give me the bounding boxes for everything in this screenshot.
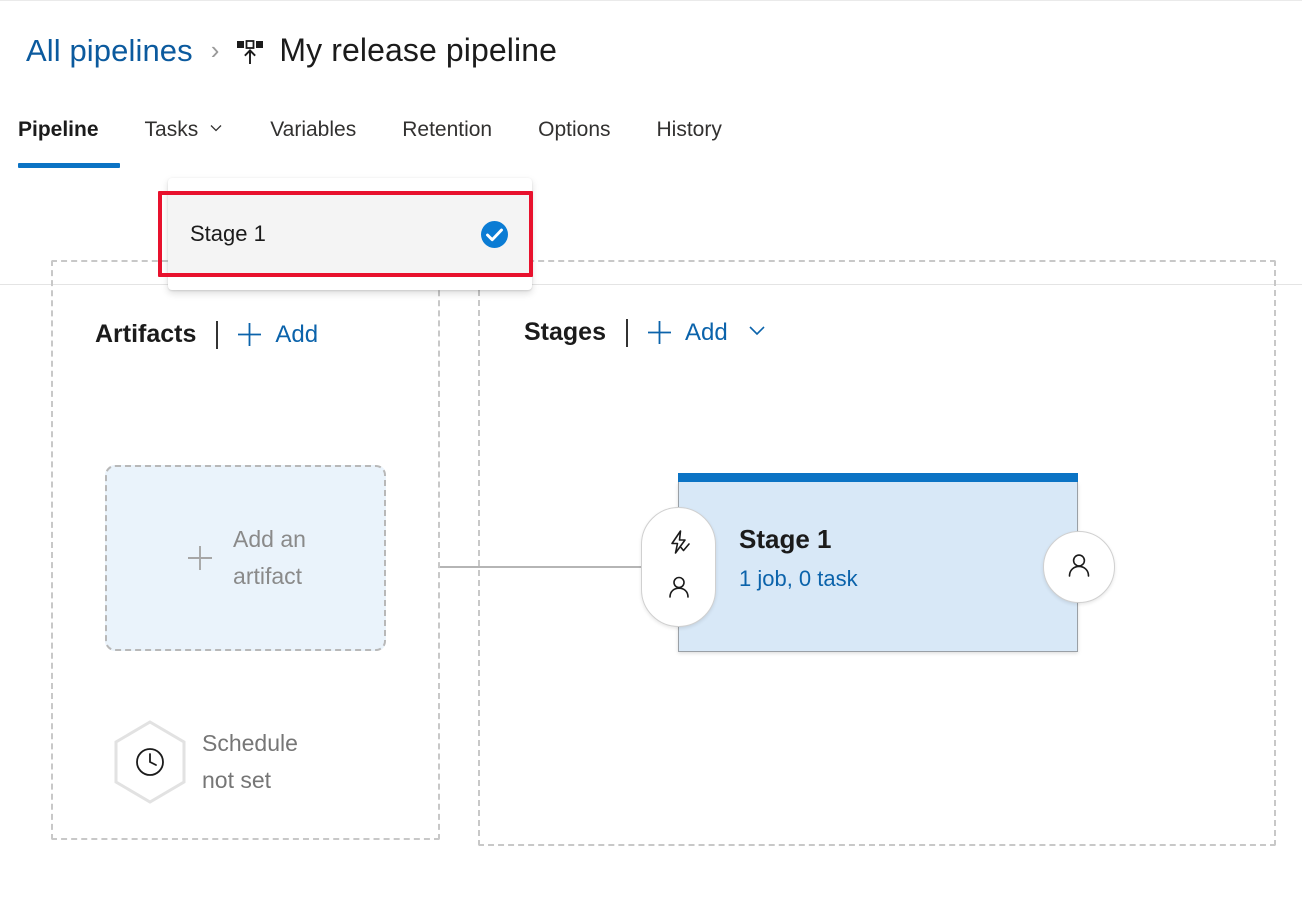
artifacts-header: Artifacts Add: [95, 320, 318, 349]
breadcrumb: All pipelines › My release pipeline: [26, 22, 557, 78]
schedule-label: Schedule not set: [202, 725, 298, 800]
artifact-to-stage-connector: [440, 566, 678, 568]
release-pipeline-icon: [235, 37, 265, 67]
tab-options-label: Options: [538, 118, 611, 141]
tab-bar: Pipeline Tasks Variables Retention Optio…: [0, 112, 1302, 285]
plus-icon[interactable]: [646, 319, 673, 346]
pre-deployment-conditions-button[interactable]: [641, 507, 716, 627]
page-title: My release pipeline: [279, 32, 558, 68]
add-artifact-label: Add an artifact: [233, 521, 306, 596]
dropdown-item-label: Stage 1: [190, 221, 266, 246]
tab-retention[interactable]: Retention: [402, 112, 492, 142]
header-divider: [625, 318, 628, 347]
tab-history[interactable]: History: [657, 112, 722, 142]
stage-card-body: Stage 1 1 job, 0 task: [739, 524, 858, 592]
tab-tasks-label: Tasks: [144, 118, 199, 141]
stages-title: Stages: [524, 318, 606, 346]
tab-options[interactable]: Options: [538, 112, 610, 142]
check-circle-icon: [481, 220, 508, 248]
schedule-line1: Schedule: [202, 729, 298, 756]
clock-icon: [136, 748, 164, 776]
artifacts-title: Artifacts: [95, 320, 197, 348]
hexagon-badge: [110, 718, 190, 806]
stage-summary-link[interactable]: 1 job, 0 task: [739, 566, 858, 592]
tab-tasks[interactable]: Tasks: [145, 112, 225, 142]
tab-history-label: History: [656, 118, 722, 141]
stage-name: Stage 1: [739, 524, 832, 554]
tab-bar-divider: [0, 284, 1302, 285]
stage-selector-dropdown: Stage 1: [168, 178, 532, 290]
chevron-down-icon[interactable]: [746, 319, 768, 346]
tab-pipeline[interactable]: Pipeline: [18, 112, 120, 168]
person-icon: [1065, 551, 1093, 584]
post-deployment-conditions-button[interactable]: [1043, 531, 1115, 603]
lightning-bolt-icon: [666, 529, 692, 560]
add-artifact-content: Add an artifact: [185, 521, 306, 596]
dropdown-item-stage-1[interactable]: Stage 1: [168, 192, 532, 276]
tab-variables[interactable]: Variables: [270, 112, 356, 142]
breadcrumb-separator: ›: [210, 35, 220, 65]
stages-header: Stages Add: [524, 318, 768, 347]
plus-icon: [185, 543, 215, 573]
add-stage-link[interactable]: Add: [684, 318, 728, 346]
add-artifact-line2: artifact: [233, 563, 303, 589]
person-icon: [666, 574, 692, 605]
schedule-trigger[interactable]: Schedule not set: [110, 718, 298, 806]
breadcrumb-all-pipelines-link[interactable]: All pipelines: [26, 32, 193, 68]
add-artifact-card[interactable]: Add an artifact: [105, 465, 386, 651]
top-divider: [0, 0, 1302, 1]
add-artifact-line1: Add an: [233, 525, 306, 552]
tab-variables-label: Variables: [270, 118, 357, 141]
tab-active-indicator: [18, 163, 120, 168]
stage-card-accent-bar: [678, 473, 1078, 482]
tab-pipeline-label: Pipeline: [18, 118, 99, 141]
schedule-line2: not set: [202, 767, 272, 793]
chevron-down-icon: [208, 118, 224, 142]
tab-list: Pipeline Tasks Variables Retention Optio…: [18, 112, 768, 168]
header-divider: [216, 320, 219, 349]
add-artifact-link[interactable]: Add: [275, 320, 319, 348]
stages-container: [478, 260, 1276, 846]
plus-icon[interactable]: [236, 321, 263, 348]
tab-retention-label: Retention: [402, 118, 493, 141]
stage-card[interactable]: Stage 1 1 job, 0 task: [678, 473, 1078, 652]
